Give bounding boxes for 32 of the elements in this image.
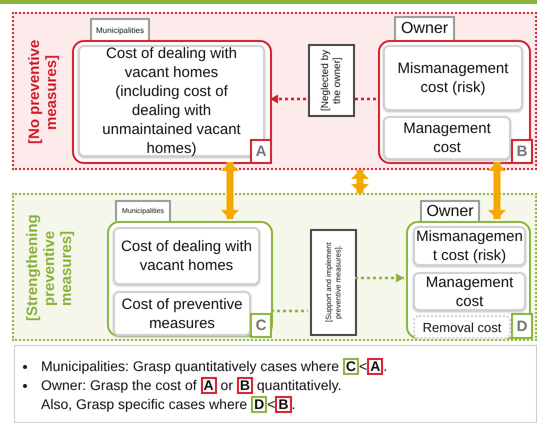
dotted-connector — [270, 94, 306, 104]
note-text: Municipalities: Grasp quantitatively cases where C<A. — [41, 358, 388, 375]
cost-box: Removal cost — [413, 315, 511, 339]
cost-box: Management cost — [413, 272, 526, 311]
notes-panel — [14, 345, 537, 423]
double-arrow — [351, 170, 369, 193]
section-label: [No preventive measures] — [26, 38, 61, 146]
cost-box: Mismanagement cost (risk) — [413, 226, 526, 266]
role-tab: Owner — [420, 200, 480, 221]
section-label: [Strengthening preventive measures] — [24, 214, 76, 324]
letter-tag: A — [250, 139, 272, 164]
note-card — [308, 44, 355, 117]
role-tab: Municipalities — [90, 18, 150, 40]
cost-box: Cost of dealing with vacant homes — [113, 227, 260, 285]
dotted-connector — [355, 274, 404, 282]
section-band — [12, 12, 537, 170]
cost-box: Cost of preventive measures — [113, 291, 251, 336]
section-band — [12, 193, 537, 341]
letter-tag: B — [511, 139, 533, 164]
double-arrow — [221, 162, 239, 219]
cost-box: Mismanagement cost (risk) — [383, 45, 523, 111]
dotted-connector — [271, 310, 308, 312]
letter-tag: C — [250, 313, 272, 338]
cost-box: Management cost — [383, 116, 511, 160]
note-card — [310, 229, 357, 336]
note-text: Also, Grasp specific cases where D<B. — [41, 396, 296, 413]
note-text: Owner: Grasp the cost of A or B quantitatively. — [41, 377, 342, 394]
dotted-connector — [353, 98, 376, 100]
double-arrow — [488, 162, 506, 219]
rotated-label: [Neglected by the owner] — [320, 48, 344, 114]
letter-tag: D — [511, 313, 533, 339]
role-tab: Owner — [394, 16, 455, 40]
